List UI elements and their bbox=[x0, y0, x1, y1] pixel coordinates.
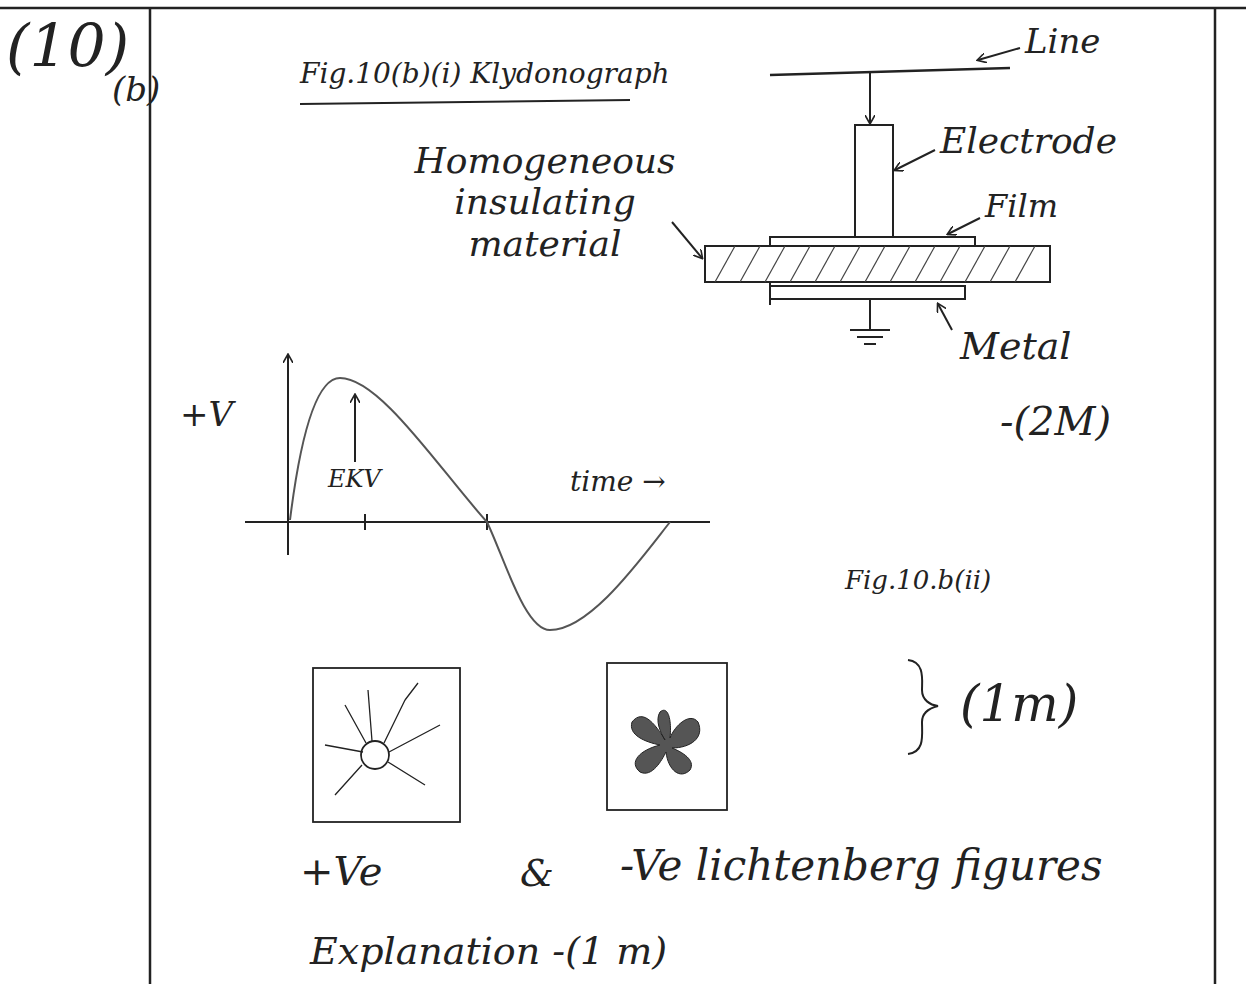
margin-line bbox=[149, 8, 152, 984]
negative-figure-frame bbox=[607, 663, 727, 810]
axis-label: time → bbox=[570, 466, 666, 498]
marks-note: Explanation -(1 m) bbox=[310, 930, 667, 974]
axis-label: +V bbox=[180, 395, 233, 434]
part-label: Metal bbox=[960, 325, 1071, 369]
title-underline bbox=[300, 100, 630, 104]
time-axis bbox=[245, 521, 710, 523]
peak-label: EKV bbox=[328, 466, 381, 494]
surge-waveform bbox=[290, 378, 670, 630]
ground-lead bbox=[869, 299, 871, 330]
marks-note: -(2M) bbox=[1000, 398, 1111, 444]
ground-symbol bbox=[850, 329, 890, 331]
marks-note: (1m) bbox=[960, 676, 1078, 734]
ground-symbol bbox=[864, 343, 876, 345]
electrode bbox=[855, 125, 893, 237]
negative-figure-blob bbox=[631, 710, 699, 774]
question-number: (10) bbox=[6, 12, 129, 81]
question-part: (b) bbox=[112, 70, 160, 109]
part-label: Line bbox=[1025, 22, 1100, 61]
figure-label: -Ve lichtenberg figures bbox=[620, 842, 1103, 890]
insulating-slab bbox=[705, 246, 1050, 282]
figure-title: Fig.10(b)(i) Klydonograph bbox=[300, 58, 670, 90]
positive-figure-centre bbox=[361, 741, 389, 769]
leader-line bbox=[948, 218, 980, 234]
leader-line bbox=[672, 222, 702, 258]
hatching bbox=[715, 246, 1035, 282]
metal-edge bbox=[769, 282, 771, 305]
leader-line bbox=[978, 48, 1020, 60]
leader-line bbox=[938, 304, 952, 330]
ground-symbol bbox=[857, 336, 883, 338]
figure-label: +Ve bbox=[300, 848, 382, 894]
part-label: Film bbox=[985, 188, 1058, 225]
margin-line bbox=[1214, 8, 1217, 984]
figure-caption: Fig.10.b(ii) bbox=[845, 566, 991, 596]
axis-tick bbox=[364, 514, 366, 530]
positive-figure-frame bbox=[313, 668, 460, 822]
metal-plate bbox=[770, 286, 965, 299]
brace bbox=[908, 660, 938, 754]
lead bbox=[869, 72, 871, 123]
positive-figure-streamers bbox=[325, 683, 440, 795]
leader-line bbox=[895, 150, 935, 170]
part-label: Electrode bbox=[940, 120, 1117, 161]
line-conductor bbox=[770, 68, 1010, 75]
peak-arrow bbox=[354, 395, 356, 462]
v-axis bbox=[287, 355, 289, 555]
page-border bbox=[0, 7, 1246, 10]
film bbox=[770, 237, 975, 246]
figure-label: & bbox=[520, 852, 554, 896]
part-label: Homogeneous insulating material bbox=[380, 140, 710, 264]
